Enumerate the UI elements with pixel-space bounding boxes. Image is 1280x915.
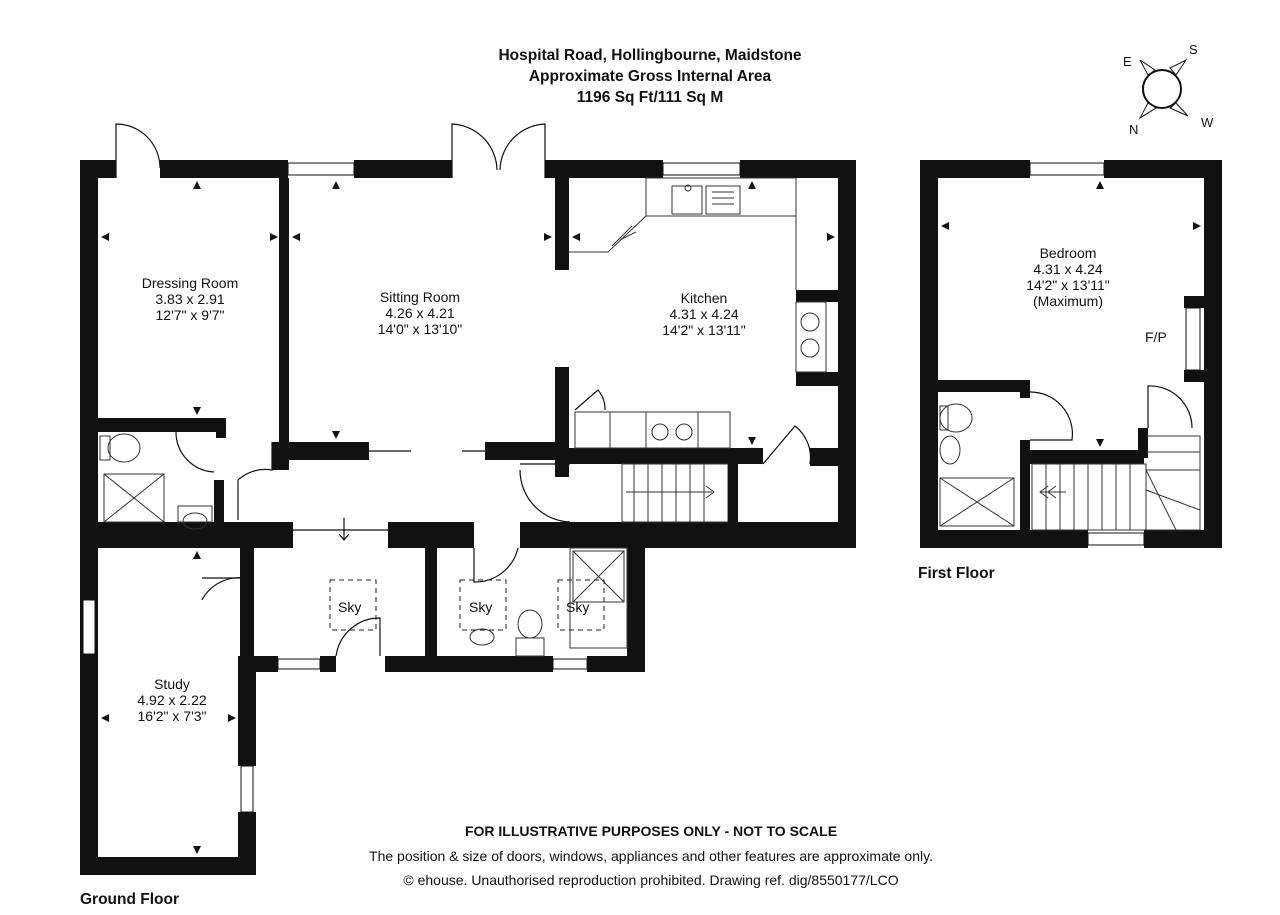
skylights: Sky Sky Sky [329, 579, 605, 631]
first-floor-measure-arrows [941, 181, 1201, 447]
first-floor-bathroom-fixtures [939, 403, 1015, 527]
room-name: Study [154, 676, 190, 692]
compass-rose-icon: E S N W [1123, 42, 1214, 137]
room-name: Kitchen [681, 290, 728, 306]
hall-entry-arrow-icon [293, 518, 388, 541]
skylight-label-3: Sky [566, 599, 589, 615]
room-label-sitting: Sitting Room 4.26 x 4.21 14'0" x 13'10" [378, 289, 463, 337]
plan-area: 1196 Sq Ft/111 Sq M [577, 89, 723, 106]
room-metric: 4.31 x 4.24 [669, 306, 738, 322]
copyright-text: © ehouse. Unauthorised reproduction proh… [403, 872, 898, 888]
room-imperial: 16'2" x 7'3" [138, 708, 207, 724]
first-floor-label: First Floor [918, 565, 995, 582]
room-name: Dressing Room [142, 275, 238, 291]
compass-n-label: N [1129, 122, 1138, 137]
ground-floor-measure-arrows [101, 181, 835, 854]
room-label-study: Study 4.92 x 2.22 16'2" x 7'3" [137, 676, 206, 724]
skylight-label-1: Sky [338, 599, 361, 615]
room-label-dressing: Dressing Room 3.83 x 2.91 12'7" x 9'7" [142, 275, 238, 323]
compass-e-label: E [1123, 54, 1132, 69]
first-floor-stairs [1031, 435, 1201, 531]
kitchen-fixtures [569, 177, 827, 449]
first-floor-walls [920, 160, 1222, 548]
plan-subtitle: Approximate Gross Internal Area [529, 68, 772, 85]
room-imperial: 14'0" x 13'10" [378, 321, 463, 337]
room-imperial: 14'2" x 13'11" [662, 322, 746, 338]
room-name: Bedroom [1040, 245, 1097, 261]
ground-floor-label: Ground Floor [80, 891, 179, 908]
compass-w-label: W [1201, 115, 1214, 130]
plan-title: Hospital Road, Hollingbourne, Maidstone [498, 47, 801, 64]
ground-floor-windows [82, 162, 741, 813]
first-floor-doors [1029, 385, 1193, 441]
room-metric: 4.92 x 2.22 [137, 692, 206, 708]
skylight-label-2: Sky [469, 599, 492, 615]
cloakroom-fixtures [469, 547, 628, 657]
disclaimer-heading: FOR ILLUSTRATIVE PURPOSES ONLY - NOT TO … [465, 823, 837, 839]
room-metric: 4.26 x 4.21 [385, 305, 454, 321]
compass-s-label: S [1189, 42, 1198, 57]
room-note: (Maximum) [1033, 293, 1103, 309]
ensuite-fixtures [99, 433, 213, 530]
room-metric: 4.31 x 4.24 [1033, 261, 1102, 277]
room-label-bedroom: Bedroom 4.31 x 4.24 14'2" x 13'11" (Maxi… [1026, 245, 1110, 309]
room-name: Sitting Room [380, 289, 460, 305]
disclaimer-text: The position & size of doors, windows, a… [369, 848, 933, 864]
ground-floor-walls [80, 160, 856, 875]
first-floor-windows [1029, 162, 1201, 546]
fireplace-label: F/P [1145, 329, 1167, 345]
room-metric: 3.83 x 2.91 [155, 291, 224, 307]
room-imperial: 12'7" x 9'7" [156, 307, 225, 323]
ground-floor-doors [115, 123, 812, 657]
ground-floor-stairs [621, 463, 738, 523]
room-label-kitchen: Kitchen 4.31 x 4.24 14'2" x 13'11" [662, 290, 746, 338]
room-imperial: 14'2" x 13'11" [1026, 277, 1110, 293]
